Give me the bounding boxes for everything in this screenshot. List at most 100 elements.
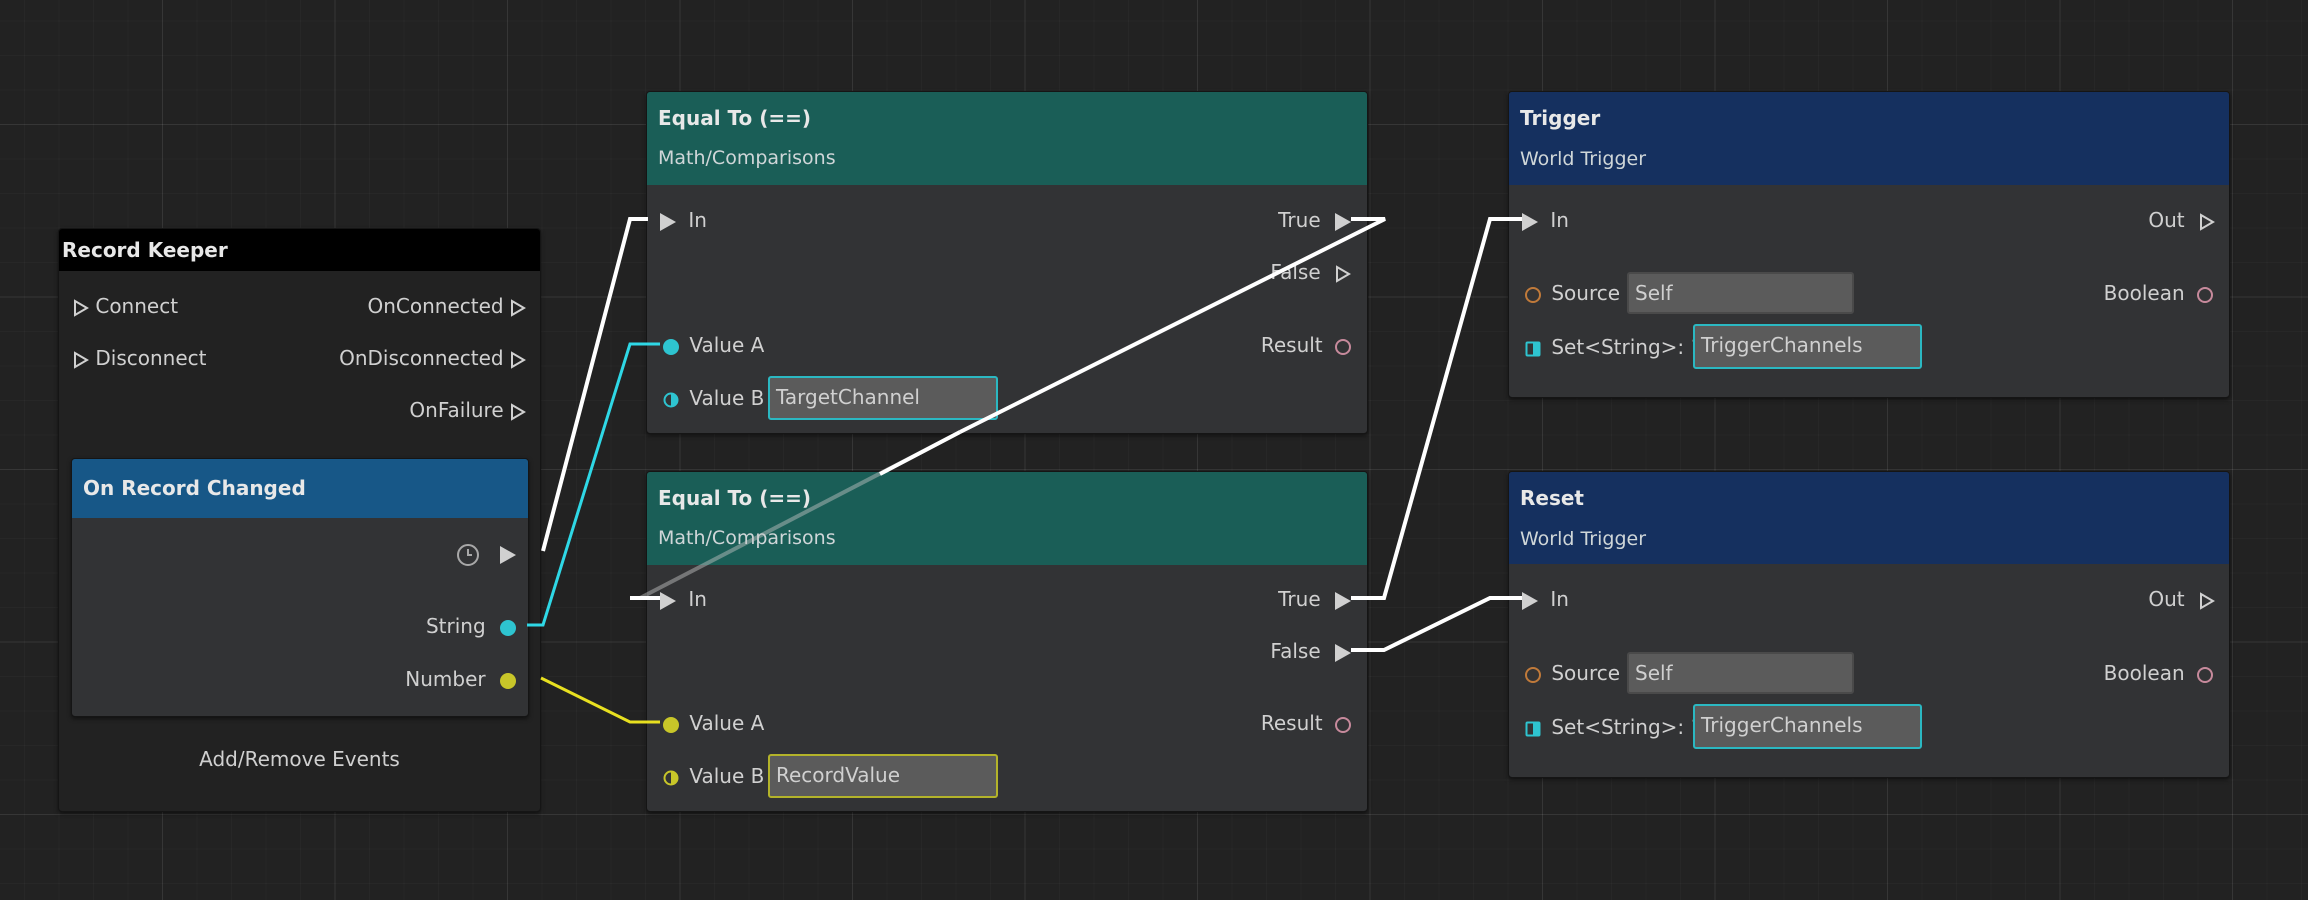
value-a-label-2: Value A bbox=[689, 711, 765, 735]
value-a-pin-2[interactable]: Value A bbox=[663, 711, 764, 735]
trigger-set-pin[interactable]: Set<String>: 1 bbox=[1525, 335, 1703, 359]
exec-out-filled-icon bbox=[500, 545, 516, 564]
equal-to-node-2[interactable]: Equal To (==) Math/Comparisons In True F… bbox=[646, 471, 1368, 812]
trigger-boolean-pin[interactable]: Boolean bbox=[2104, 281, 2213, 305]
exec-in-filled-icon bbox=[660, 591, 676, 610]
disconnect-input[interactable]: Disconnect bbox=[73, 346, 206, 370]
trigger-subtitle: World Trigger bbox=[1520, 148, 1647, 170]
on-record-changed-header[interactable]: On Record Changed bbox=[72, 459, 528, 518]
trigger-set-label: Set<String>: 1 bbox=[1551, 335, 1704, 359]
exec-in-icon bbox=[74, 350, 89, 369]
reset-out-label: Out bbox=[2148, 587, 2185, 611]
exec-out-icon bbox=[1336, 264, 1351, 283]
exec-in-filled-icon bbox=[660, 212, 676, 231]
string-output-label: String bbox=[425, 614, 486, 638]
record-keeper-header[interactable]: Record Keeper bbox=[59, 229, 540, 271]
trigger-title: Trigger bbox=[1520, 106, 1601, 130]
exec-out-filled-icon bbox=[1335, 212, 1351, 231]
equal-to-header-1[interactable]: Equal To (==) Math/Comparisons bbox=[647, 92, 1367, 185]
ondisconnected-label: OnDisconnected bbox=[339, 346, 504, 370]
equal-to-subtitle-1: Math/Comparisons bbox=[658, 147, 836, 169]
boolean-pin-icon bbox=[2197, 666, 2213, 683]
trigger-source-field[interactable]: Self bbox=[1627, 272, 1854, 314]
onconnected-label: OnConnected bbox=[367, 294, 504, 318]
value-b-pin-2[interactable]: Value B bbox=[663, 764, 764, 788]
result-label-2: Result bbox=[1260, 711, 1323, 735]
trigger-set-field[interactable]: TriggerChannels bbox=[1693, 324, 1922, 369]
set-container-icon bbox=[1525, 721, 1541, 736]
exec-out-filled-icon bbox=[1335, 643, 1351, 662]
trigger-source-label: Source bbox=[1551, 281, 1621, 305]
string-pin-icon bbox=[663, 338, 679, 355]
equal-to-header-2[interactable]: Equal To (==) Math/Comparisons bbox=[647, 472, 1367, 565]
equal-to-subtitle-2: Math/Comparisons bbox=[658, 527, 836, 549]
value-b-pin-1[interactable]: Value B bbox=[663, 386, 764, 410]
trigger-source-pin[interactable]: Source bbox=[1525, 281, 1620, 305]
reset-boolean-pin[interactable]: Boolean bbox=[2104, 661, 2213, 685]
value-a-pin-1[interactable]: Value A bbox=[663, 333, 764, 357]
true-pin-1[interactable]: True bbox=[1278, 208, 1351, 232]
string-output[interactable]: String bbox=[426, 614, 516, 638]
value-b-label-2: Value B bbox=[689, 764, 765, 788]
exec-out-icon bbox=[2200, 212, 2215, 231]
boolean-pin-icon bbox=[2197, 286, 2213, 303]
reset-in-pin[interactable]: In bbox=[1522, 587, 1569, 611]
trigger-in-label: In bbox=[1550, 208, 1569, 232]
half-circle-number-icon bbox=[663, 770, 679, 785]
boolean-pin-icon bbox=[1335, 338, 1351, 355]
source-pin-icon bbox=[1525, 286, 1541, 303]
true-label-2: True bbox=[1278, 587, 1321, 611]
half-circle-string-icon bbox=[663, 392, 679, 407]
false-pin-2[interactable]: False bbox=[1270, 639, 1351, 663]
boolean-pin-icon bbox=[1335, 716, 1351, 733]
exec-out-icon bbox=[511, 402, 526, 421]
reset-source-pin[interactable]: Source bbox=[1525, 661, 1620, 685]
in-pin-2[interactable]: In bbox=[660, 587, 707, 611]
trigger-in-pin[interactable]: In bbox=[1522, 208, 1569, 232]
result-pin-1[interactable]: Result bbox=[1261, 333, 1351, 357]
value-b-field-1[interactable]: TargetChannel bbox=[768, 376, 998, 420]
reset-set-field[interactable]: TriggerChannels bbox=[1693, 704, 1922, 749]
record-keeper-title: Record Keeper bbox=[62, 238, 228, 262]
false-label-1: False bbox=[1270, 260, 1321, 284]
onfailure-output[interactable]: OnFailure bbox=[409, 398, 526, 422]
onconnected-output[interactable]: OnConnected bbox=[368, 294, 526, 318]
reset-node[interactable]: Reset World Trigger In Out Source Self B… bbox=[1508, 471, 2230, 778]
trigger-node[interactable]: Trigger World Trigger In Out Source Self… bbox=[1508, 91, 2230, 398]
record-keeper-node[interactable]: Record Keeper Connect Disconnect OnConne… bbox=[58, 228, 541, 812]
number-output[interactable]: Number bbox=[405, 667, 516, 691]
in-label-1: In bbox=[688, 208, 707, 232]
true-label-1: True bbox=[1278, 208, 1321, 232]
in-pin-1[interactable]: In bbox=[660, 208, 707, 232]
connect-input[interactable]: Connect bbox=[73, 294, 178, 318]
add-remove-events-button[interactable]: Add/Remove Events bbox=[199, 747, 400, 771]
true-pin-2[interactable]: True bbox=[1278, 587, 1351, 611]
reset-set-pin[interactable]: Set<String>: 1 bbox=[1525, 715, 1703, 739]
event-exec-output[interactable] bbox=[456, 541, 516, 567]
value-a-label-1: Value A bbox=[689, 333, 765, 357]
reset-out-pin[interactable]: Out bbox=[2148, 587, 2215, 611]
value-b-field-2[interactable]: RecordValue bbox=[768, 754, 998, 798]
equal-to-title-1: Equal To (==) bbox=[658, 106, 812, 130]
on-record-changed-node[interactable]: On Record Changed String Number bbox=[71, 458, 529, 717]
exec-out-icon bbox=[2200, 591, 2215, 610]
reset-header[interactable]: Reset World Trigger bbox=[1509, 472, 2229, 564]
disconnect-label: Disconnect bbox=[95, 346, 207, 370]
false-pin-1[interactable]: False bbox=[1270, 260, 1351, 284]
trigger-out-label: Out bbox=[2148, 208, 2185, 232]
reset-set-label: Set<String>: 1 bbox=[1551, 715, 1704, 739]
reset-source-field[interactable]: Self bbox=[1627, 652, 1854, 694]
equal-to-node-1[interactable]: Equal To (==) Math/Comparisons In True F… bbox=[646, 91, 1368, 434]
trigger-out-pin[interactable]: Out bbox=[2148, 208, 2215, 232]
reset-boolean-label: Boolean bbox=[2103, 661, 2185, 685]
onfailure-label: OnFailure bbox=[409, 398, 504, 422]
reset-title: Reset bbox=[1520, 486, 1584, 510]
exec-out-icon bbox=[511, 350, 526, 369]
ondisconnected-output[interactable]: OnDisconnected bbox=[339, 346, 526, 370]
connect-label: Connect bbox=[95, 294, 179, 318]
number-pin-icon bbox=[663, 716, 679, 733]
exec-in-filled-icon bbox=[1522, 212, 1538, 231]
trigger-header[interactable]: Trigger World Trigger bbox=[1509, 92, 2229, 185]
result-pin-2[interactable]: Result bbox=[1261, 711, 1351, 735]
exec-out-icon bbox=[511, 298, 526, 317]
